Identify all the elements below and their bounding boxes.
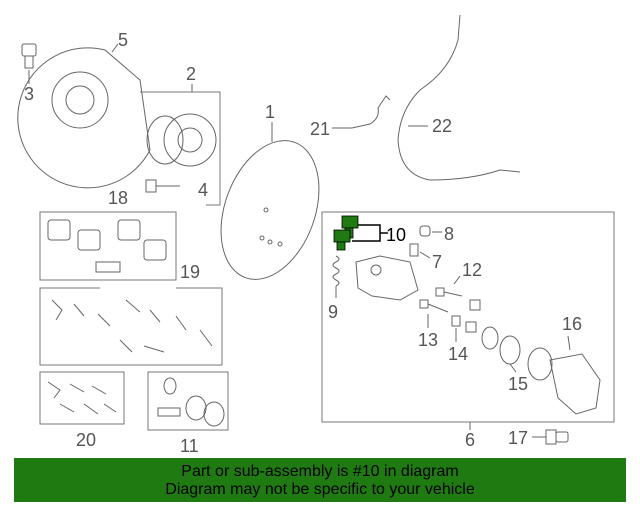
part-3-bolt bbox=[21, 43, 37, 84]
part-19-hardware-box bbox=[39, 287, 223, 366]
part-18-pads-box bbox=[39, 211, 177, 281]
part-9-spring bbox=[332, 255, 340, 298]
part-21-sensor bbox=[332, 95, 391, 129]
callout-9[interactable]: 9 bbox=[328, 302, 338, 322]
part-5-dust-shield bbox=[17, 43, 151, 189]
callout-22[interactable]: 22 bbox=[432, 116, 452, 136]
part-2-hub-box bbox=[140, 84, 221, 206]
callout-1[interactable]: 1 bbox=[265, 102, 275, 122]
callout-16[interactable]: 16 bbox=[562, 314, 582, 334]
callout-21[interactable]: 21 bbox=[310, 119, 330, 139]
callout-18[interactable]: 18 bbox=[108, 188, 128, 208]
callout-2[interactable]: 2 bbox=[186, 64, 196, 84]
footer-line-1: Part or sub-assembly is #10 in diagram bbox=[181, 463, 459, 480]
callout-13[interactable]: 13 bbox=[418, 330, 438, 350]
callout-10[interactable]: 10 bbox=[386, 225, 406, 245]
callout-11[interactable]: 11 bbox=[180, 436, 199, 456]
callout-14[interactable]: 14 bbox=[448, 344, 468, 364]
part-14-boot bbox=[451, 299, 481, 342]
seal-rings bbox=[481, 326, 553, 381]
part-15-piston bbox=[499, 335, 521, 373]
callout-17[interactable]: 17 bbox=[508, 428, 528, 448]
part-1-rotor bbox=[220, 122, 320, 280]
part-10-bolts bbox=[333, 215, 388, 251]
part-11-seal-kit-box bbox=[147, 371, 229, 431]
callout-20[interactable]: 20 bbox=[76, 430, 96, 450]
parts-diagram: 3 5 2 4 1 21 22 18 bbox=[17, 14, 615, 456]
callout-4[interactable]: 4 bbox=[198, 180, 208, 200]
callout-5[interactable]: 5 bbox=[118, 30, 128, 50]
part-16-caliper bbox=[549, 335, 601, 415]
part-13-guide-pin bbox=[419, 299, 449, 328]
part-12-guide-pin bbox=[435, 275, 463, 297]
callout-6[interactable]: 6 bbox=[465, 430, 475, 450]
callout-19[interactable]: 19 bbox=[180, 262, 200, 282]
callout-12[interactable]: 12 bbox=[462, 260, 482, 280]
callout-3[interactable]: 3 bbox=[24, 84, 34, 104]
footer-line-2: Diagram may not be specific to your vehi… bbox=[165, 481, 475, 498]
callout-15[interactable]: 15 bbox=[508, 374, 528, 394]
part-7-bleeder bbox=[409, 243, 431, 259]
footer-banner: Part or sub-assembly is #10 in diagram D… bbox=[14, 458, 626, 502]
part-6-caliper-box bbox=[321, 211, 615, 430]
part-8-cap bbox=[419, 225, 442, 237]
caliper-bracket bbox=[355, 255, 419, 301]
part-22-sensor bbox=[397, 14, 521, 181]
callout-8[interactable]: 8 bbox=[444, 224, 454, 244]
part-17-bolt bbox=[532, 429, 569, 445]
callout-7[interactable]: 7 bbox=[432, 252, 442, 272]
part-20-clips-box bbox=[39, 371, 125, 425]
part-4-stud bbox=[145, 179, 180, 193]
